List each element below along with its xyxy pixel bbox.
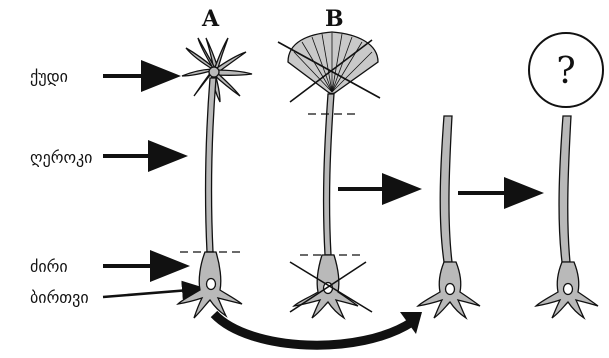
result-stalk [559, 116, 571, 262]
cell-b-stalk [324, 94, 334, 255]
graft-nucleus [446, 284, 455, 295]
cell-result: ? [529, 33, 603, 318]
unknown-cap-mark: ? [556, 51, 575, 92]
graft-stalk [440, 116, 452, 262]
cell-a-cap [182, 38, 252, 102]
label-nucleus: ბირთვი [30, 288, 89, 307]
column-label-a: A [201, 6, 220, 32]
cell-a-stalk [206, 78, 216, 252]
arrow-nucleus [103, 289, 202, 297]
cell-b [278, 32, 380, 318]
label-cap: ქუდი [30, 67, 68, 86]
arrow-transfer-nucleus [214, 314, 412, 345]
label-stalk: ღეროკი [30, 148, 92, 167]
label-foot: ძირი [30, 257, 68, 276]
result-nucleus [564, 284, 573, 295]
cell-a-nucleus [207, 279, 216, 290]
cell-graft [418, 116, 480, 318]
cell-a [178, 38, 252, 318]
column-label-b: B [325, 6, 344, 32]
